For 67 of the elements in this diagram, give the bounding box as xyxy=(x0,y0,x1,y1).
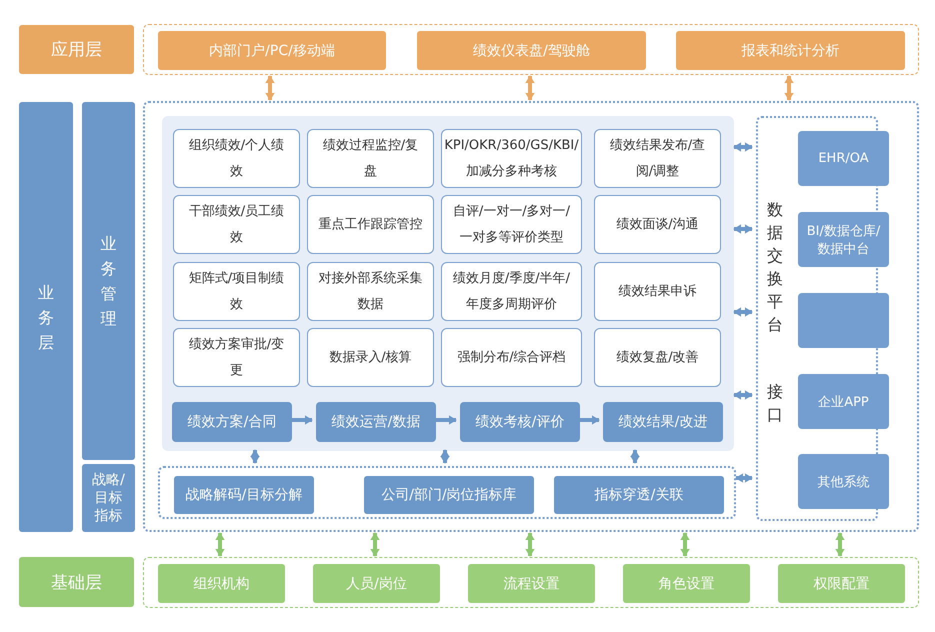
layer-label: 业务管理 xyxy=(82,102,135,460)
module-box: 人员/岗位 xyxy=(313,564,440,603)
double-arrow xyxy=(733,390,753,400)
module-box: 权限配置 xyxy=(778,564,905,603)
feature-box: 矩阵式/项目制绩效 xyxy=(173,262,300,321)
double-arrow xyxy=(680,532,690,557)
feature-box: 绩效月度/季度/半年/年度多周期评价 xyxy=(441,262,582,321)
layer-label: 基础层 xyxy=(19,557,134,607)
double-arrow xyxy=(525,75,535,101)
module-box: 角色设置 xyxy=(623,564,750,603)
feature-box: 绩效方案审批/变更 xyxy=(173,328,300,387)
stage-box: 绩效方案/合同 xyxy=(172,402,292,442)
stage-box: 绩效结果/改进 xyxy=(603,402,723,442)
feature-box: 重点工作跟踪管控 xyxy=(307,195,434,254)
group-frame xyxy=(158,466,736,519)
feature-box: 对接外部系统采集数据 xyxy=(307,262,434,321)
module-box: 内部门户/PC/移动端 xyxy=(158,31,386,70)
system-box: 企业APP xyxy=(798,374,889,429)
vertical-label: 接口 xyxy=(767,381,783,426)
double-arrow xyxy=(630,449,640,464)
arrow xyxy=(436,415,457,425)
double-arrow xyxy=(440,449,450,464)
system-box xyxy=(798,293,889,348)
feature-box: 组织绩效/个人绩效 xyxy=(173,129,300,188)
module-box: 流程设置 xyxy=(468,564,595,603)
feature-box: 绩效结果发布/查阅/调整 xyxy=(594,129,721,188)
system-box: BI/数据仓库/数据中台 xyxy=(798,212,889,267)
module-box: 报表和统计分析 xyxy=(676,31,905,70)
module-box: 战略解码/目标分解 xyxy=(174,476,314,514)
layer-frame xyxy=(143,24,919,75)
feature-box: 强制分布/综合评档 xyxy=(441,328,582,387)
feature-box: 数据录入/核算 xyxy=(307,328,434,387)
stage-box: 绩效运营/数据 xyxy=(316,402,436,442)
feature-box: 绩效面谈/沟通 xyxy=(594,195,721,254)
vertical-label: 数据交换平台 xyxy=(767,199,783,336)
feature-box: 干部绩效/员工绩效 xyxy=(173,195,300,254)
module-box: 绩效仪表盘/驾驶舱 xyxy=(417,31,646,70)
double-arrow xyxy=(250,449,260,464)
group-frame xyxy=(143,101,919,532)
layer-label: 战略/目标指标 xyxy=(82,464,135,532)
system-box: 其他系统 xyxy=(798,454,889,509)
feature-box: 自评/一对一/多对一/一对多等评价类型 xyxy=(441,195,582,254)
feature-box: 绩效复盘/改善 xyxy=(594,328,721,387)
feature-box: KPI/OKR/360/GS/KBI/加减分多种考核 xyxy=(441,129,582,188)
double-arrow xyxy=(733,224,753,234)
layer-label: 应用层 xyxy=(19,25,134,74)
double-arrow xyxy=(835,532,845,557)
arrow xyxy=(292,415,313,425)
double-arrow xyxy=(215,532,225,557)
double-arrow xyxy=(733,142,753,152)
panel-background xyxy=(162,116,734,451)
layer-label: 业务层 xyxy=(19,102,73,532)
stage-box: 绩效考核/评价 xyxy=(460,402,580,442)
double-arrow xyxy=(735,473,753,483)
feature-box: 绩效过程监控/复盘 xyxy=(307,129,434,188)
module-box: 指标穿透/关联 xyxy=(554,476,724,514)
double-arrow xyxy=(265,75,275,101)
arrow xyxy=(580,415,600,425)
system-box: EHR/OA xyxy=(798,131,889,186)
double-arrow xyxy=(784,75,794,101)
feature-box: 绩效结果申诉 xyxy=(594,262,721,321)
module-box: 组织机构 xyxy=(158,564,285,603)
double-arrow xyxy=(733,307,753,317)
double-arrow xyxy=(370,532,380,557)
module-box: 公司/部门/岗位指标库 xyxy=(364,476,534,514)
double-arrow xyxy=(525,532,535,557)
layer-frame xyxy=(143,557,919,608)
